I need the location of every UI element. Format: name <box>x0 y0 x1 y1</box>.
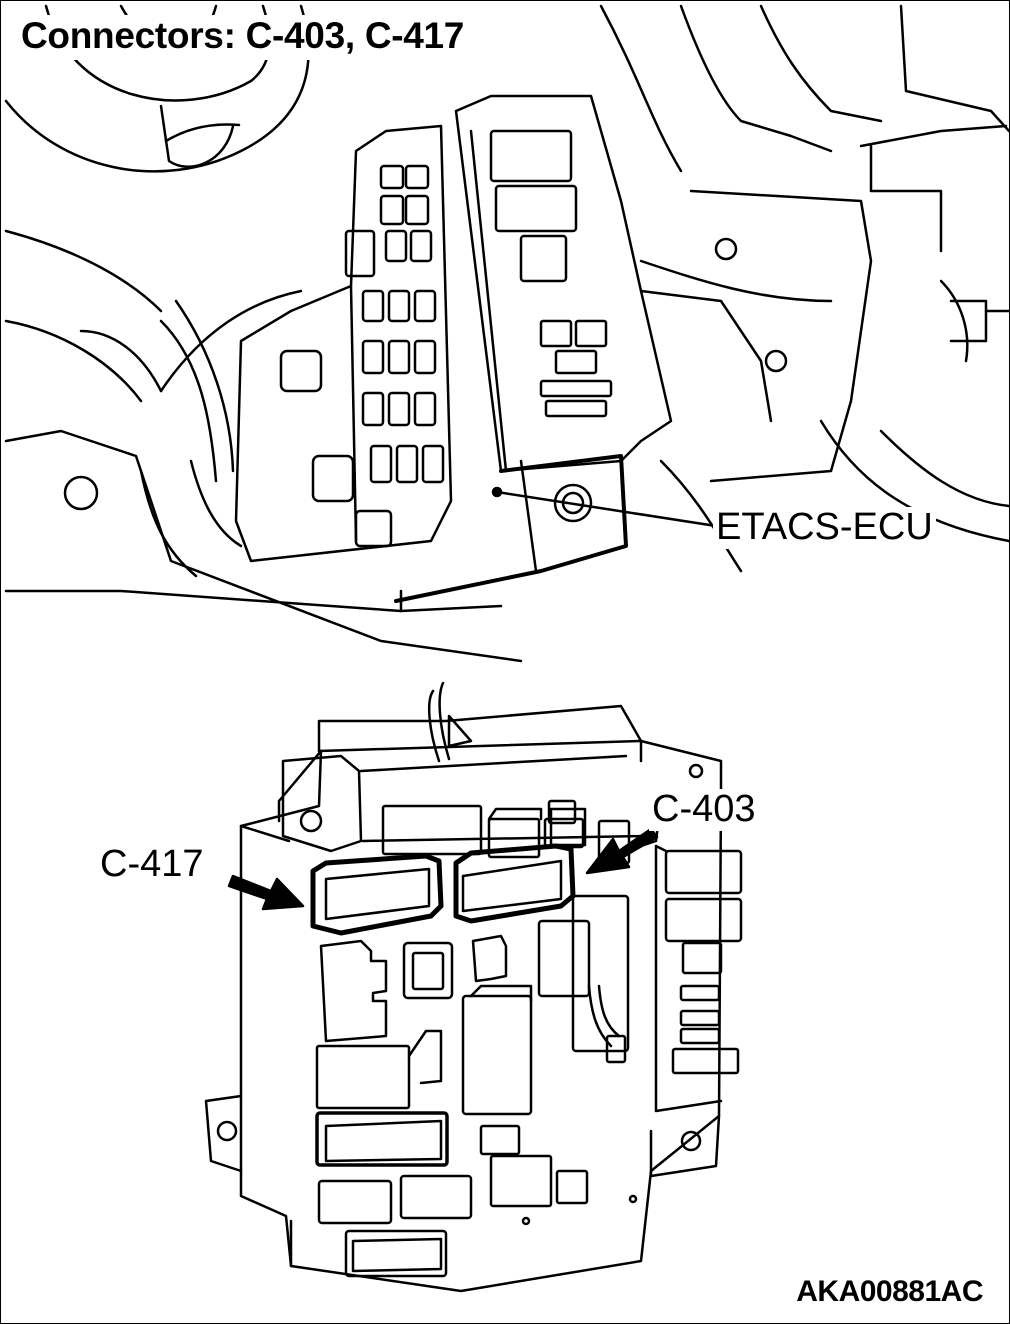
ecu-top-relays <box>489 129 613 418</box>
figure-code: AKA00881AC <box>796 1275 983 1308</box>
fuse-slots <box>279 164 445 548</box>
ecu-closeup-illustration <box>204 681 743 1293</box>
c417-label: C-417 <box>97 843 207 886</box>
arrow-c403 <box>585 827 659 875</box>
arrow-c417 <box>227 874 305 911</box>
etacs-leader-line <box>495 490 718 528</box>
etacs-ecu-label: ETACS-ECU <box>713 506 936 549</box>
page-title: Connectors: C-403, C-417 <box>19 15 473 60</box>
c403-label: C-403 <box>649 788 759 831</box>
top-view-illustration <box>4 4 1009 663</box>
connector-c417-outline <box>310 853 444 936</box>
